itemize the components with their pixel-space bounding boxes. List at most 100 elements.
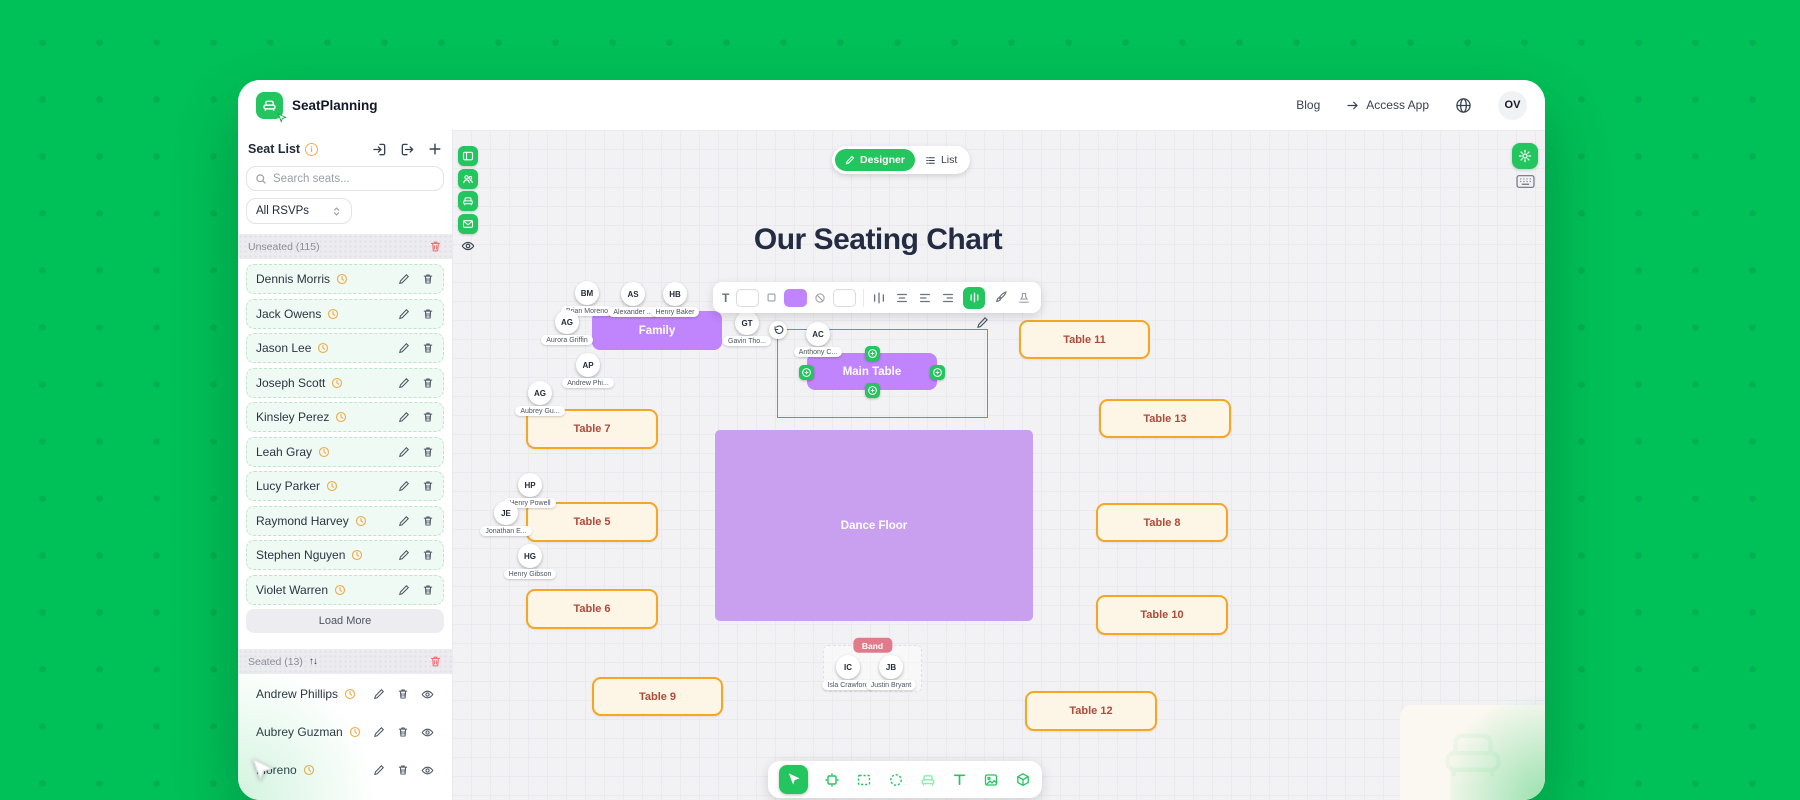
stamp-button[interactable] bbox=[1016, 291, 1032, 305]
edit-guest-button[interactable] bbox=[398, 273, 410, 285]
guest-row[interactable]: Jason Lee bbox=[246, 333, 444, 363]
edit-guest-button[interactable] bbox=[398, 446, 410, 458]
delete-guest-button[interactable] bbox=[397, 764, 409, 776]
chart-title[interactable]: Our Seating Chart bbox=[753, 223, 1003, 256]
guest-row[interactable]: Leah Gray bbox=[246, 436, 444, 467]
guest-table[interactable]: Table 13 bbox=[1099, 399, 1231, 438]
sort-icon[interactable]: ↑↓ bbox=[308, 656, 318, 667]
delete-guest-button[interactable] bbox=[422, 515, 434, 527]
delete-guest-button[interactable] bbox=[422, 480, 434, 492]
guest-row[interactable]: Violet Warren bbox=[246, 574, 444, 605]
edit-guest-button[interactable] bbox=[398, 515, 410, 527]
style-brush-button[interactable] bbox=[992, 290, 1009, 305]
search-input[interactable] bbox=[273, 172, 423, 185]
delete-guest-button[interactable] bbox=[422, 342, 434, 354]
guests-panel-button[interactable] bbox=[458, 168, 478, 189]
seats-panel-button[interactable] bbox=[458, 191, 478, 211]
delete-guest-button[interactable] bbox=[422, 411, 434, 423]
guest-avatar[interactable]: GT bbox=[735, 311, 759, 335]
locate-guest-button[interactable] bbox=[421, 726, 434, 739]
feature-table[interactable]: Family bbox=[592, 311, 722, 350]
rotate-handle[interactable] bbox=[769, 321, 787, 339]
guest-avatar[interactable]: AG bbox=[555, 310, 579, 334]
rsvp-filter-select[interactable]: All RSVPs bbox=[246, 198, 352, 224]
feature-table[interactable]: Main Table bbox=[799, 346, 945, 398]
guest-table[interactable]: Table 8 bbox=[1096, 503, 1228, 542]
guest-avatar[interactable]: IC bbox=[836, 655, 860, 679]
guest-row[interactable]: Moreno bbox=[246, 755, 444, 785]
toggle-sidebar-button[interactable] bbox=[458, 146, 478, 166]
edit-table-button[interactable] bbox=[976, 316, 989, 332]
add-seat-handle[interactable] bbox=[865, 346, 880, 361]
guest-avatar[interactable]: HP bbox=[518, 473, 542, 497]
distribute-horizontal-button[interactable] bbox=[871, 291, 887, 305]
edit-guest-button[interactable] bbox=[398, 342, 410, 354]
circle-tool[interactable] bbox=[888, 772, 904, 788]
border-color-swatch[interactable] bbox=[833, 288, 857, 307]
nav-blog-link[interactable]: Blog bbox=[1296, 98, 1321, 112]
delete-guest-button[interactable] bbox=[422, 584, 434, 596]
edit-guest-button[interactable] bbox=[398, 549, 410, 561]
export-guests-button[interactable] bbox=[400, 142, 415, 157]
guest-avatar[interactable]: BM bbox=[575, 281, 599, 305]
edit-guest-button[interactable] bbox=[373, 764, 385, 776]
guest-table[interactable]: Table 12 bbox=[1025, 691, 1157, 731]
align-left-button[interactable] bbox=[917, 291, 933, 305]
globe-icon[interactable] bbox=[1455, 97, 1472, 114]
delete-guest-button[interactable] bbox=[422, 549, 434, 561]
list-mode-tab[interactable]: List bbox=[915, 149, 967, 171]
import-guests-button[interactable] bbox=[372, 142, 387, 157]
guest-avatar[interactable]: HB bbox=[663, 282, 687, 306]
guest-row[interactable]: Kinsley Perez bbox=[246, 402, 444, 432]
edit-guest-button[interactable] bbox=[398, 411, 410, 423]
nav-access-app-link[interactable]: Access App bbox=[1346, 98, 1429, 112]
guest-row[interactable]: Stephen Nguyen bbox=[246, 540, 444, 570]
delete-unseated-button[interactable] bbox=[429, 240, 442, 253]
preview-button[interactable] bbox=[458, 236, 478, 256]
add-seat-handle[interactable] bbox=[930, 364, 945, 380]
rectangle-tool[interactable] bbox=[856, 772, 872, 788]
shortcuts-button[interactable] bbox=[1516, 174, 1535, 192]
guest-row[interactable]: Andrew Phillips bbox=[246, 679, 444, 709]
guest-avatar[interactable]: JB bbox=[879, 655, 903, 679]
edit-guest-button[interactable] bbox=[398, 308, 410, 320]
settings-button[interactable] bbox=[1512, 143, 1538, 169]
guest-avatar[interactable]: AC bbox=[806, 322, 830, 346]
guest-avatar[interactable]: AS bbox=[621, 282, 645, 306]
delete-guest-button[interactable] bbox=[422, 308, 434, 320]
table-with-seats-tool[interactable] bbox=[824, 772, 840, 788]
seat-tool[interactable] bbox=[920, 772, 936, 788]
dance-floor[interactable]: Dance Floor bbox=[715, 430, 1033, 621]
guest-row[interactable]: Lucy Parker bbox=[246, 471, 444, 501]
user-avatar[interactable]: OV bbox=[1498, 90, 1527, 120]
edit-guest-button[interactable] bbox=[373, 688, 385, 700]
delete-guest-button[interactable] bbox=[397, 688, 409, 700]
guest-row[interactable]: Joseph Scott bbox=[246, 367, 444, 398]
add-guest-button[interactable] bbox=[428, 142, 442, 156]
load-more-button[interactable]: Load More bbox=[246, 609, 444, 633]
locate-guest-button[interactable] bbox=[421, 764, 434, 777]
text-tool[interactable] bbox=[952, 772, 967, 787]
align-center-button[interactable] bbox=[894, 291, 910, 305]
edit-guest-button[interactable] bbox=[398, 480, 410, 492]
guest-table[interactable]: Table 5 bbox=[526, 502, 658, 542]
select-tool[interactable] bbox=[779, 765, 808, 794]
edit-guest-button[interactable] bbox=[398, 377, 410, 389]
guest-avatar[interactable]: AP bbox=[576, 353, 600, 377]
guest-row[interactable]: Jack Owens bbox=[246, 298, 444, 329]
designer-mode-tab[interactable]: Designer bbox=[835, 149, 915, 171]
text-color-swatch[interactable] bbox=[736, 288, 760, 307]
guest-row[interactable]: Dennis Morris bbox=[246, 264, 444, 294]
add-seat-handle[interactable] bbox=[799, 364, 814, 380]
delete-guest-button[interactable] bbox=[422, 446, 434, 458]
messages-panel-button[interactable] bbox=[458, 213, 478, 234]
guest-table[interactable]: Table 6 bbox=[526, 589, 658, 629]
delete-guest-button[interactable] bbox=[422, 273, 434, 285]
guest-row[interactable]: Aubrey Guzman bbox=[246, 717, 444, 747]
band-badge[interactable]: Band bbox=[852, 637, 893, 653]
locate-guest-button[interactable] bbox=[421, 688, 434, 701]
guest-avatar[interactable]: HG bbox=[518, 544, 542, 568]
delete-seated-button[interactable] bbox=[429, 655, 442, 668]
object-3d-tool[interactable] bbox=[1015, 772, 1031, 788]
guest-row[interactable]: Raymond Harvey bbox=[246, 505, 444, 536]
